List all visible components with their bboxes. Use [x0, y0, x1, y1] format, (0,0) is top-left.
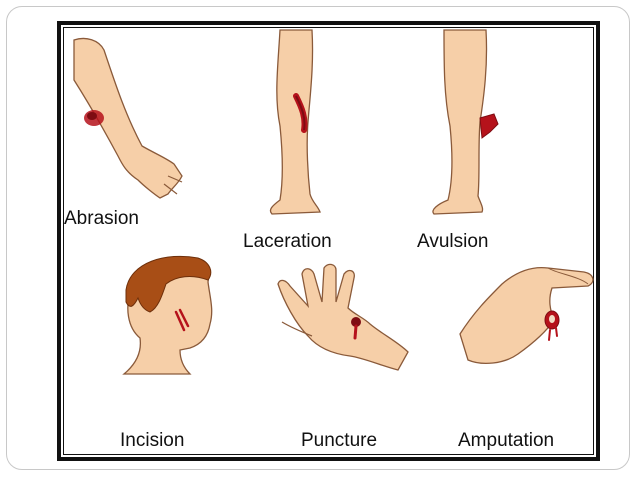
abrasion-arm-figure — [73, 37, 183, 199]
avulsion-label: Avulsion — [417, 231, 489, 252]
abrasion-label: Abrasion — [64, 208, 139, 229]
laceration-label: Laceration — [243, 231, 332, 252]
puncture-label: Puncture — [301, 430, 378, 451]
incision-head-figure — [122, 255, 213, 375]
puncture-hand-figure — [277, 263, 409, 371]
illustration-inner-border — [63, 27, 594, 455]
illustration-frame — [57, 21, 600, 461]
incision-label: Incision — [120, 430, 185, 451]
laceration-leg-figure — [269, 29, 321, 215]
amputation-label: Amputation — [458, 430, 555, 451]
avulsion-leg-figure — [432, 29, 499, 215]
amputation-hand-figure — [459, 266, 594, 365]
